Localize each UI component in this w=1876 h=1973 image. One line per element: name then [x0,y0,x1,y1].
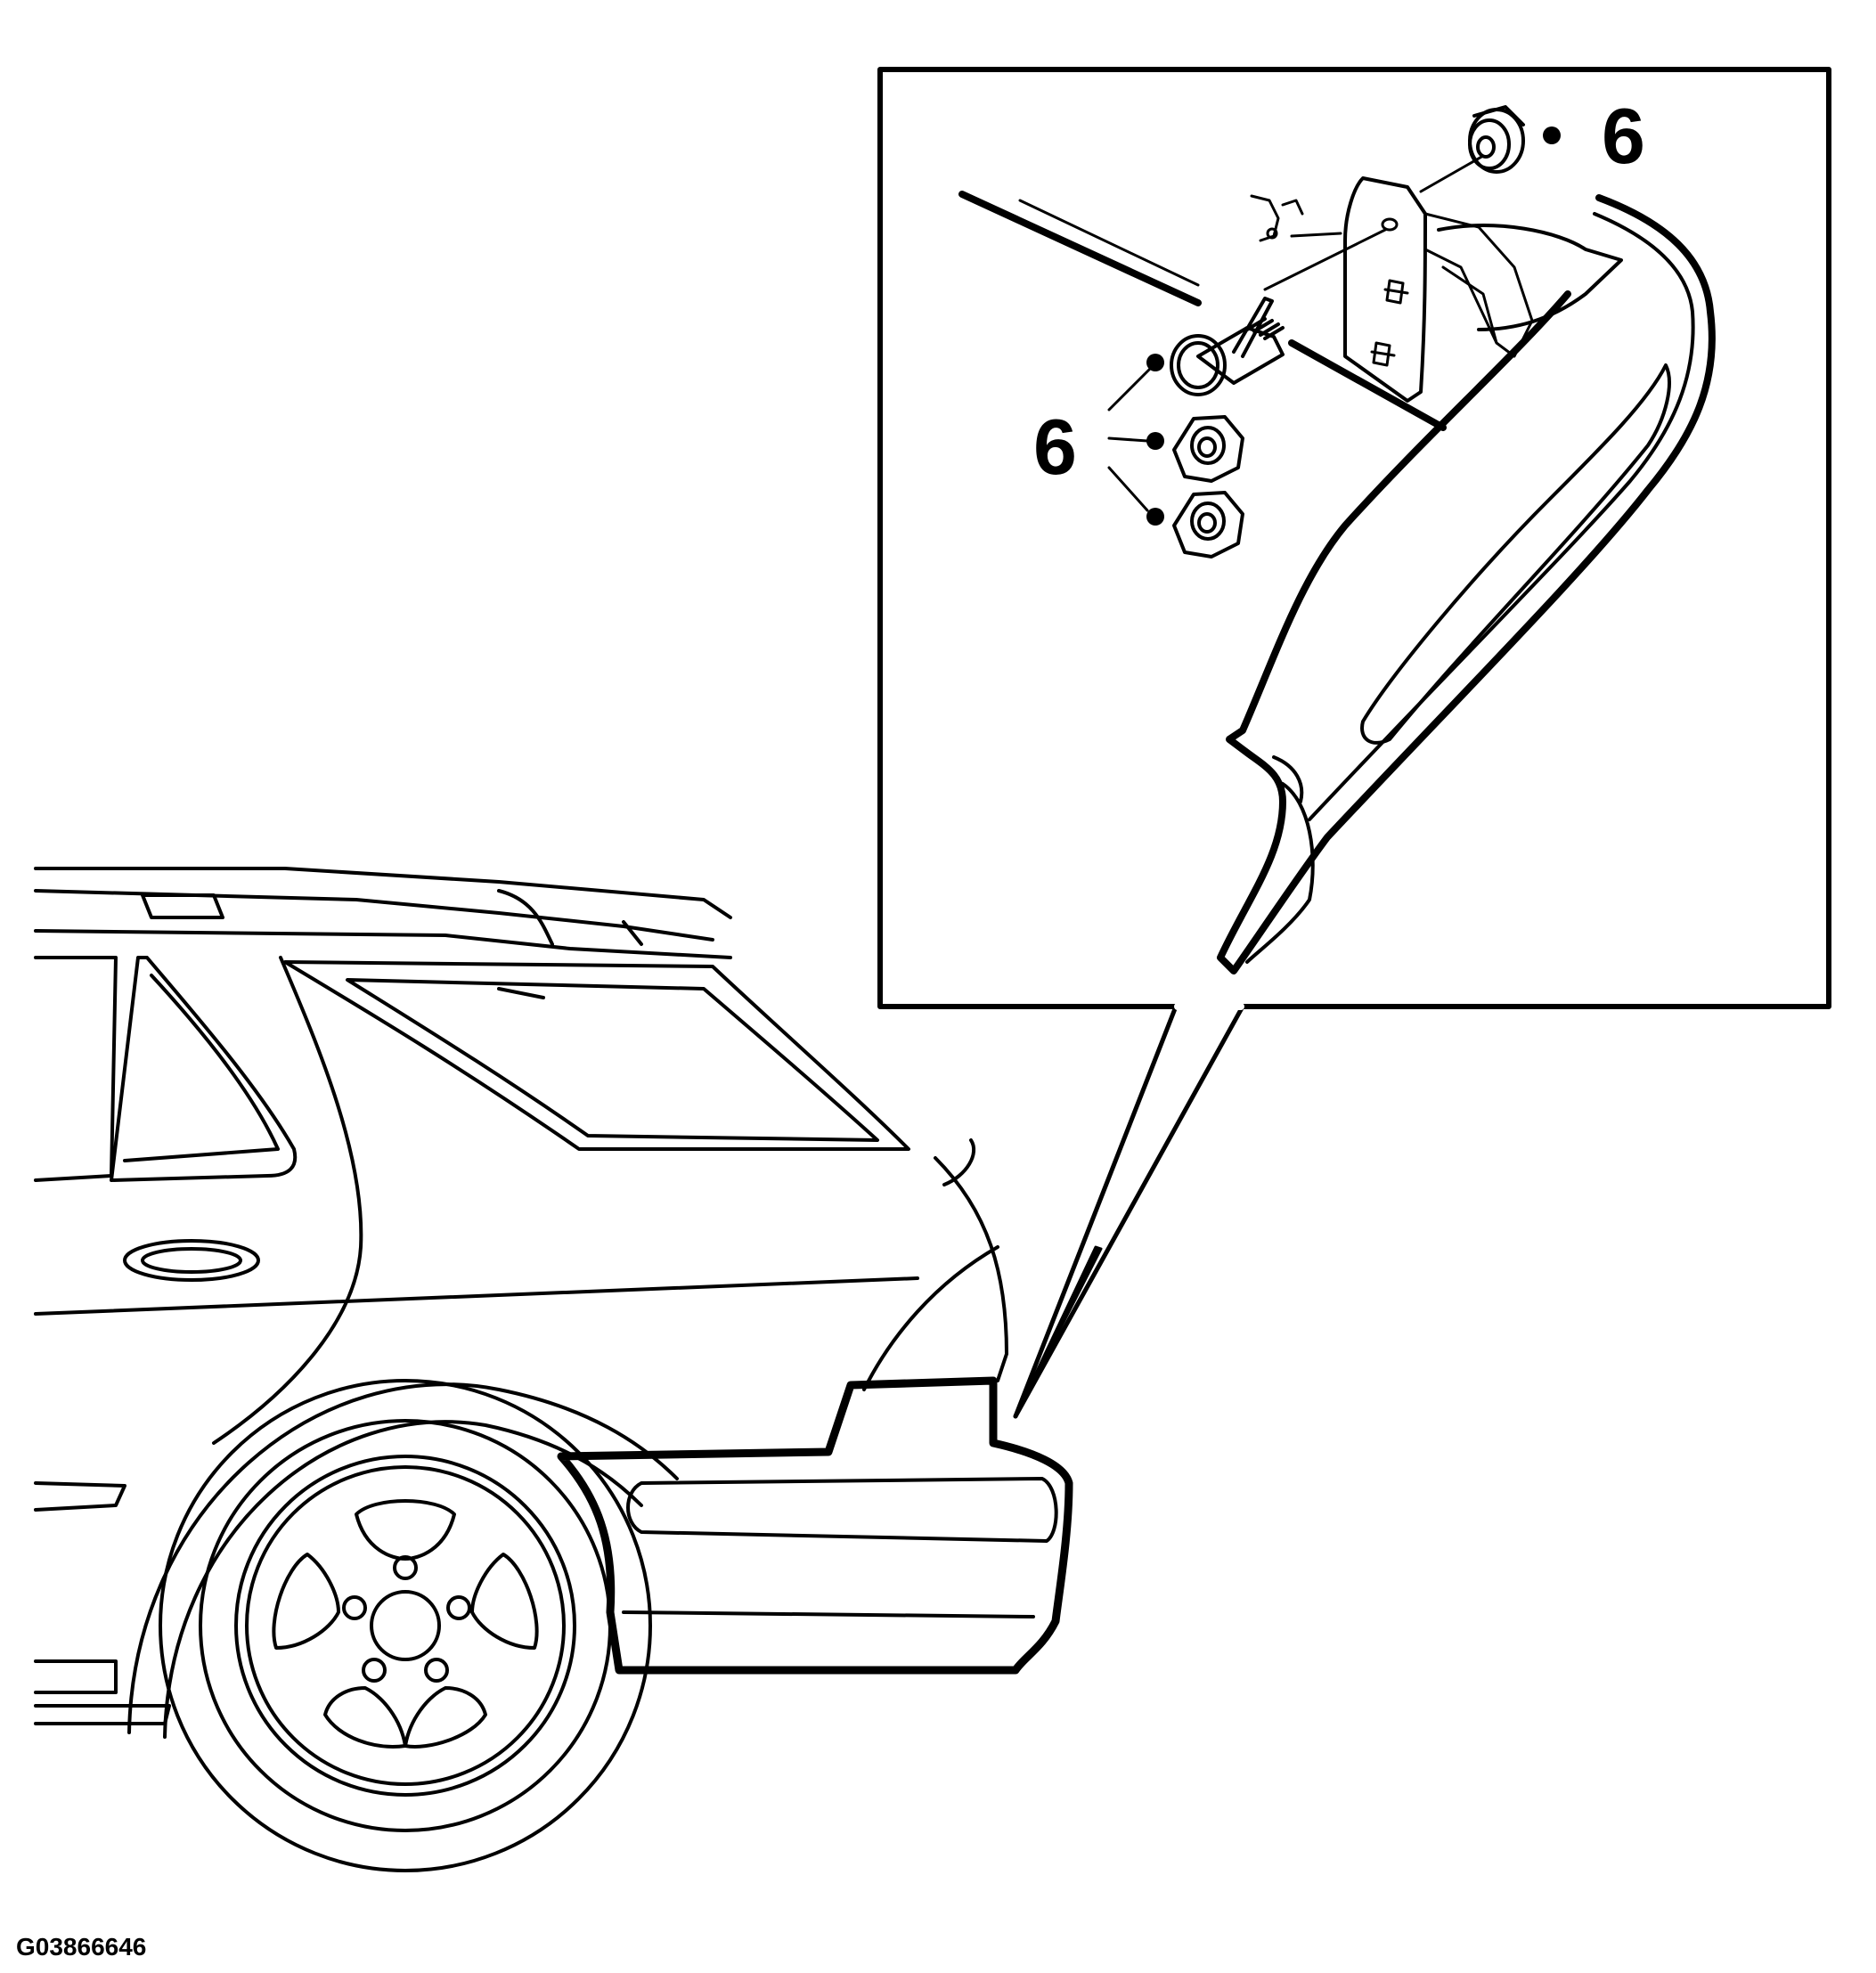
callout-number-upper: 6 [1602,92,1645,180]
bracket-clip-hole [1266,227,1278,240]
wheel-arch-flare [942,1138,976,1186]
callout-dot-nut-1 [1146,432,1164,450]
bumper-cover-inner [1308,212,1695,821]
tire-outer [159,1379,652,1872]
spoke-hole-4 [323,1686,407,1749]
door-handle-inner [141,1247,242,1274]
lug-nut-5 [342,1595,367,1620]
rim-inner [245,1465,566,1786]
door-handle [123,1239,260,1282]
callout-leader-1 [1107,368,1151,412]
bumper-cover-outer [1217,194,1716,974]
hub [370,1590,441,1661]
body-edge-upper [958,191,1202,306]
door-window-glass [110,956,298,1182]
figure-id-label: G03866646 [16,1933,146,1961]
detail-inset [877,67,1831,1010]
rear-edge [934,1156,1008,1382]
callout-leader-2 [1107,436,1149,443]
bracket-slot-1 [1383,279,1409,305]
mounting-bolt [1170,297,1285,396]
rim-outer [234,1455,576,1797]
door-window-inner [123,974,280,1162]
bumper-corner [1245,782,1315,964]
bumper-trim-strip [626,1477,1058,1543]
bracket-rib [1441,265,1498,345]
body-edge-lower [1288,339,1447,431]
spoke-hole-2 [470,1553,539,1650]
tire-inner [199,1419,612,1832]
lug-nut-2 [446,1595,471,1620]
quarter-glass-outer [283,960,910,1151]
bracket-hole [1381,217,1399,232]
mounting-bracket [1343,176,1427,403]
roof-rack-foot-front [141,893,224,919]
roof-rail-inner [34,889,714,942]
hex-nut-1 [1172,415,1244,483]
bumper-outline [557,1376,1073,1675]
lug-nut-4 [362,1658,387,1683]
hex-nut-2 [1172,491,1244,558]
bracket-slot-2 [1370,341,1396,367]
body-edge-upper-2 [1018,199,1200,287]
callout-pointer [1013,1004,1245,1419]
tail-light-curve [862,1245,999,1391]
rocker-panel [34,1704,171,1725]
belt-line [34,1276,919,1316]
roof-rack-foot-rear [497,889,554,946]
roof-rack-foot-rear-2 [622,920,643,946]
quarter-glass-edge [497,987,545,999]
callout-number-left: 6 [1033,403,1077,491]
bumper-top-edge [1437,224,1623,331]
roof-line [34,867,732,919]
door-window-frame [34,956,118,1182]
rear-bumper-on-car [557,1376,1073,1675]
stud-leader-upper [1419,154,1485,193]
bracket-support [1423,212,1534,358]
lug-nut-3 [424,1658,449,1683]
side-skirt [34,1659,118,1694]
spoke-hole-5 [272,1553,340,1650]
inset-frame [877,67,1831,1009]
door-sill [34,1481,126,1512]
car-rear-quarter [34,867,1008,1739]
roof-rail-bar [34,929,732,959]
spoke-hole-1 [355,1499,456,1561]
callout-dot-bolt [1146,354,1164,371]
quarter-glass-inner [346,978,879,1142]
callout-dot-nut-2 [1146,508,1164,526]
c-pillar-line [212,956,363,1445]
bumper-corner-2 [1272,755,1304,803]
rear-wheel [159,1379,652,1872]
stud-nut-upper [1468,105,1525,174]
callout-dot-upper [1543,126,1561,144]
bolt-leader [1263,228,1387,291]
bumper-lower-edge [622,1610,1035,1618]
callout-leader-3 [1107,466,1149,512]
spoke-hole-3 [404,1686,487,1749]
bumper-reinforce [1360,363,1671,745]
